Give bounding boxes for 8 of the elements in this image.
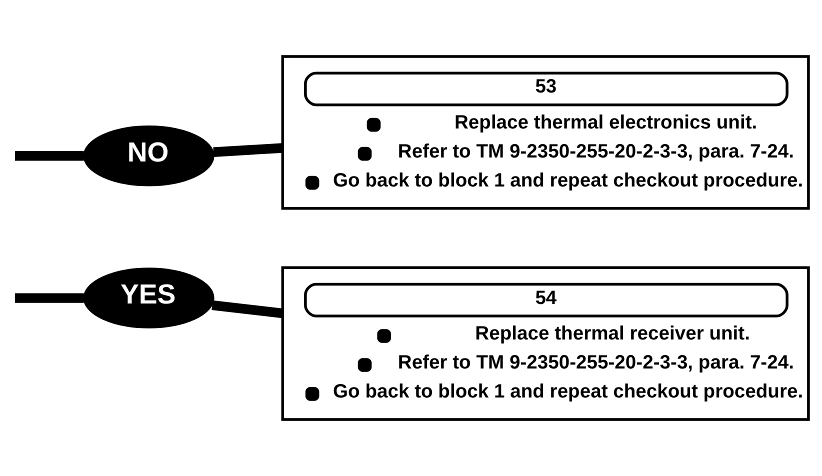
connector — [213, 143, 283, 157]
node-ellipse: NO — [83, 126, 214, 186]
connector — [212, 300, 283, 318]
connector — [15, 293, 84, 303]
node-ellipse: YES — [83, 268, 214, 328]
node-box: 54 Replace thermal receiver unit. Refer to TM 9-2350-255-20-2-3-3, para. 7-24. Go back to block 1 and repeat checkout procedure. — [281, 266, 810, 421]
node-box: 53 Replace thermal electronics unit. Refer to TM 9-2350-255-20-2-3-3, para. 7-24. Go back to block 1 and repeat checkout procedure. — [281, 55, 810, 210]
connector — [15, 151, 84, 161]
